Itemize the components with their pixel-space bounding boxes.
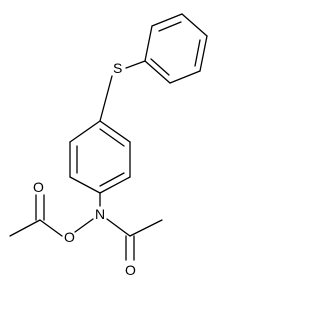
carbonyl-oxygen-right-label: O <box>125 262 136 278</box>
carbonyl-oxygen-left-label: O <box>33 179 44 195</box>
bond <box>151 13 183 27</box>
bond <box>39 219 63 237</box>
bond <box>99 176 131 194</box>
nitrogen-label: N <box>95 206 105 222</box>
bond <box>144 25 153 62</box>
bond <box>169 70 201 84</box>
structure-svg: S N O O O <box>9 13 208 278</box>
bond <box>125 60 146 69</box>
bond <box>99 120 131 143</box>
double-bond-inner <box>150 58 170 76</box>
ester-oxygen-label: O <box>64 229 75 245</box>
sulfur-label: S <box>113 60 122 76</box>
bond <box>181 13 208 37</box>
phenylene-ring <box>69 120 131 194</box>
double-bond-inner <box>158 21 182 32</box>
molecule-diagram: S N O O O <box>9 13 208 278</box>
double-bond-inner <box>99 172 125 187</box>
bond <box>106 218 131 237</box>
phenyl-ring <box>144 13 208 84</box>
bond <box>74 218 94 233</box>
bond <box>144 60 171 84</box>
double-bond-inner <box>99 128 125 147</box>
bond <box>129 219 163 237</box>
bond <box>9 219 41 237</box>
double-bond-inner <box>194 39 201 67</box>
bond <box>69 120 101 143</box>
bond <box>99 75 113 122</box>
bond <box>69 176 101 194</box>
bond <box>199 35 208 72</box>
